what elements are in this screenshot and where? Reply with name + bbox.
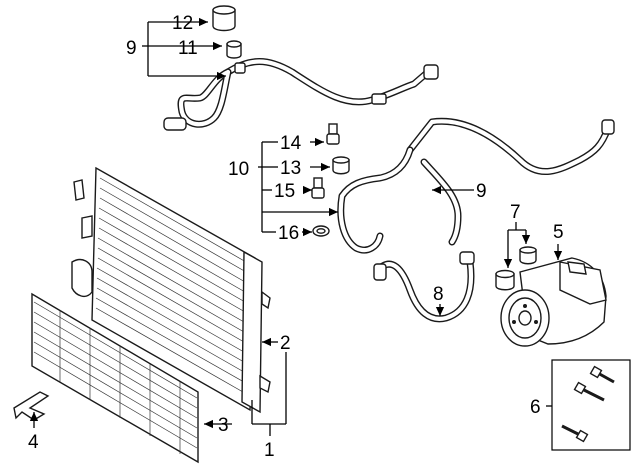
bolt-kit-part-6 bbox=[551, 359, 631, 451]
callout-5: 5 bbox=[553, 222, 564, 243]
cap-part-12 bbox=[212, 5, 236, 32]
callout-1: 1 bbox=[264, 440, 275, 461]
ac-hose-long bbox=[337, 117, 615, 254]
callout-16: 16 bbox=[278, 223, 299, 244]
pressure-switch-part-15 bbox=[311, 177, 325, 199]
ac-hose-upper bbox=[163, 58, 439, 131]
ac-hose-suction bbox=[420, 158, 462, 246]
bracket-part-4 bbox=[13, 391, 50, 421]
callout-2: 2 bbox=[280, 333, 291, 354]
callout-13: 13 bbox=[280, 158, 301, 179]
callout-14: 14 bbox=[280, 133, 302, 154]
callout-4: 4 bbox=[28, 432, 39, 453]
cap-part-11 bbox=[226, 40, 242, 59]
ac-hose-discharge bbox=[373, 251, 475, 323]
callout-11: 11 bbox=[178, 38, 198, 59]
condenser-part-2 bbox=[71, 166, 271, 414]
pressure-switch-part-14 bbox=[326, 123, 340, 145]
callout-12: 12 bbox=[172, 13, 193, 34]
leader-lines bbox=[29, 17, 563, 436]
callout-6: 6 bbox=[530, 397, 541, 418]
callout-9-right: 9 bbox=[476, 181, 487, 202]
callout-9-upper: 9 bbox=[126, 38, 137, 59]
compressor-part-5 bbox=[500, 257, 607, 347]
cap-part-13 bbox=[332, 156, 350, 175]
callout-7: 7 bbox=[510, 202, 521, 223]
condenser-shroud-part-3 bbox=[31, 292, 199, 464]
callout-8: 8 bbox=[433, 284, 444, 305]
callout-3: 3 bbox=[218, 415, 229, 436]
callout-labels: 9 12 11 10 14 13 15 16 9 8 7 5 2 3 1 4 6 bbox=[28, 13, 564, 461]
callout-10: 10 bbox=[228, 159, 249, 180]
callout-15: 15 bbox=[274, 181, 295, 202]
cap-part-7 bbox=[495, 246, 537, 291]
